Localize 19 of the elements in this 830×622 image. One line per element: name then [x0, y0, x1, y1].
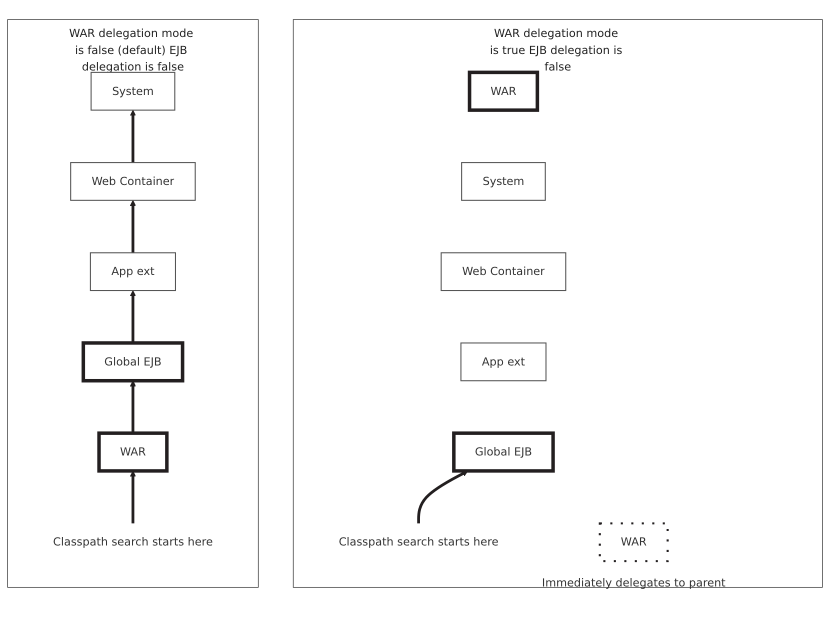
node-box: Global EJB [452, 432, 555, 474]
node-box: WAR [97, 432, 169, 474]
node-box: System [90, 72, 176, 112]
node-box: System [461, 162, 546, 202]
arrow [130, 471, 136, 524]
node-box: Global EJB [82, 342, 184, 383]
arrow [130, 110, 136, 163]
node-box: App ext [460, 342, 547, 382]
node-box: App ext [90, 252, 176, 292]
arrow [130, 290, 136, 344]
arrow [130, 200, 136, 254]
node-label: Immediately delegates to parent [542, 576, 726, 590]
node-text: Classpath search starts here [53, 536, 213, 549]
arrow [417, 471, 468, 524]
node-box: WAR [468, 71, 540, 112]
node-box: Web Container [70, 162, 196, 202]
arrow [130, 380, 136, 434]
node-box: Web Container [440, 252, 566, 292]
node-text: Classpath search starts here [338, 536, 498, 549]
